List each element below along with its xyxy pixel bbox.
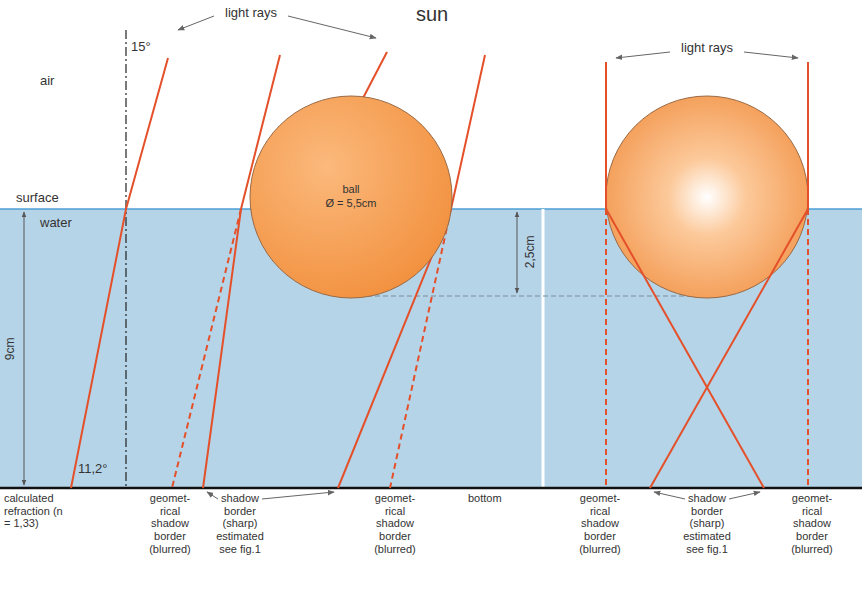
leader-line — [178, 16, 214, 30]
geometric-ray — [172, 209, 241, 488]
angle-label: 11,2° — [78, 462, 108, 477]
leader-line — [288, 16, 376, 38]
geometric-ray — [605, 209, 607, 488]
dimension-line — [24, 212, 25, 485]
ray-label: light rays — [681, 41, 733, 56]
leader-line — [744, 52, 798, 58]
leader-line — [654, 492, 685, 499]
leader-line — [207, 492, 218, 499]
ball — [606, 96, 808, 298]
ball — [250, 96, 452, 298]
medium-label: air — [40, 74, 54, 89]
leader-line — [616, 52, 670, 58]
refracted-ray — [71, 58, 168, 488]
note-label: shadow border (sharp) estimated see fig.… — [677, 492, 737, 555]
ray-label: light rays — [225, 6, 277, 21]
light-ray — [203, 55, 280, 488]
ball-circle: ballØ = 5,5cm — [249, 95, 453, 299]
depth-line — [351, 296, 705, 297]
note-label: geomet- rical shadow border (blurred) — [368, 492, 422, 555]
surface-label: surface — [16, 191, 59, 206]
light-rays — [606, 62, 808, 488]
angle-label: 15° — [131, 40, 151, 55]
title-label: sun — [416, 3, 448, 26]
normal-line — [125, 30, 126, 486]
light-ray — [650, 209, 808, 488]
medium-label: water — [40, 216, 72, 231]
leader-line — [262, 492, 334, 499]
ball-label: ball — [342, 183, 359, 197]
light-ray — [362, 52, 387, 100]
note-label: shadow border (sharp) estimated see fig.… — [210, 492, 270, 555]
note-label: geomet- rical shadow border (blurred) — [785, 492, 839, 555]
light-rays — [71, 52, 485, 488]
note-label: geomet- rical shadow border (blurred) — [573, 492, 627, 555]
dimension-label: 2,5cm — [524, 236, 538, 269]
bottom-label: bottom — [468, 492, 502, 505]
leader-line — [729, 492, 760, 499]
ball-label: Ø = 5,5cm — [325, 197, 376, 211]
bottom-line — [0, 487, 862, 490]
note-label: geomet- rical shadow border (blurred) — [143, 492, 197, 555]
panel-separator — [542, 209, 545, 488]
dimension-line — [517, 212, 518, 293]
dimension-label: 9cm — [4, 338, 18, 361]
light-ray — [605, 62, 607, 209]
note-label: calculated refraction (n = 1,33) — [4, 492, 70, 530]
light-ray — [606, 209, 764, 488]
leader-lines — [178, 16, 798, 499]
light-ray — [807, 62, 809, 209]
geometric-ray — [807, 209, 809, 488]
